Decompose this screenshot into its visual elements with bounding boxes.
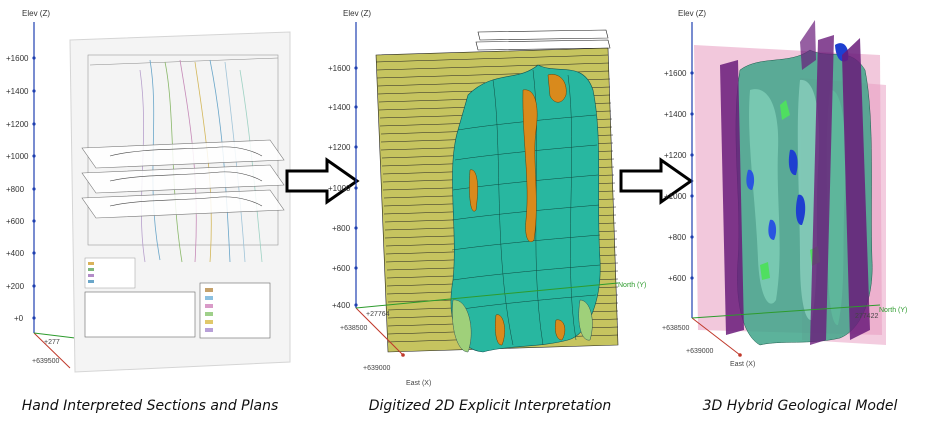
east-value-label-1: +638500 [340, 325, 368, 332]
tick-label: +600 [6, 217, 25, 226]
panel1-figure: Elev (Z) +1600 +1400 +1200 +1000 +800 +6… [0, 0, 290, 433]
east-axis-label: East (X) [730, 361, 755, 368]
panel-hybrid-model: Elev (Z) +1600 +1400 +1200 +1000 +800 +6… [650, 0, 949, 433]
tick-label: +400 [332, 301, 351, 310]
panel2-figure: Elev (Z) +1600 +1400 +1200 +1000 +800 +6… [318, 0, 620, 433]
z-axis-title: Elev (Z) [343, 9, 371, 18]
tick-label: +1000 [6, 152, 29, 161]
north-axis-line [34, 333, 75, 338]
caption-digitized: Digitized 2D Explicit Interpretation [320, 398, 660, 414]
north-value-label: +27764 [366, 311, 390, 318]
tick-label: +1000 [328, 184, 351, 193]
caption-hybrid-model: 3D Hybrid Geological Model [660, 398, 940, 414]
caption-hand-interpreted: Hand Interpreted Sections and Plans [0, 398, 300, 414]
panel-hand-interpreted: Elev (Z) +1600 +1400 +1200 +1000 +800 +6… [0, 0, 290, 433]
north-value-label: 277422 [855, 313, 878, 320]
tick-label: +1400 [328, 103, 351, 112]
north-axis-label: North (Y) [618, 282, 646, 289]
tick-label: +1600 [328, 64, 351, 73]
tick-label: +1400 [6, 87, 29, 96]
tick-label: +1200 [6, 120, 29, 129]
tick-label: +1200 [328, 143, 351, 152]
tick-label: +800 [6, 185, 25, 194]
tick-label: +800 [332, 224, 351, 233]
tick-label: +400 [6, 249, 25, 258]
z-axis-title: Elev (Z) [22, 9, 50, 18]
tick-label: +200 [6, 282, 25, 291]
tick-label: +600 [332, 264, 351, 273]
east-value-label-1: +638500 [662, 325, 690, 332]
east-value-label: +639500 [32, 358, 60, 365]
tick-label: +800 [668, 233, 687, 242]
tick-label: +1400 [664, 110, 687, 119]
panel3-figure: Elev (Z) +1600 +1400 +1200 +1000 +800 +6… [650, 0, 949, 433]
east-value-label-2: +639000 [363, 365, 391, 372]
east-axis-label: East (X) [406, 380, 431, 387]
panel-digitized: Elev (Z) +1600 +1400 +1200 +1000 +800 +6… [318, 0, 620, 433]
east-value-label-2: +639000 [686, 348, 714, 355]
tick-label: +600 [668, 274, 687, 283]
tick-label: +1000 [664, 192, 687, 201]
tick-label: +0 [14, 314, 24, 323]
tick-label: +1600 [664, 69, 687, 78]
tick-label: +1600 [6, 54, 29, 63]
north-axis-label: North (Y) [879, 307, 907, 314]
plan-sheets [82, 140, 284, 218]
north-value-label: +277 [44, 339, 60, 346]
teal-geological-body [451, 65, 600, 352]
z-axis-title: Elev (Z) [678, 9, 706, 18]
tick-label: +1200 [664, 151, 687, 160]
